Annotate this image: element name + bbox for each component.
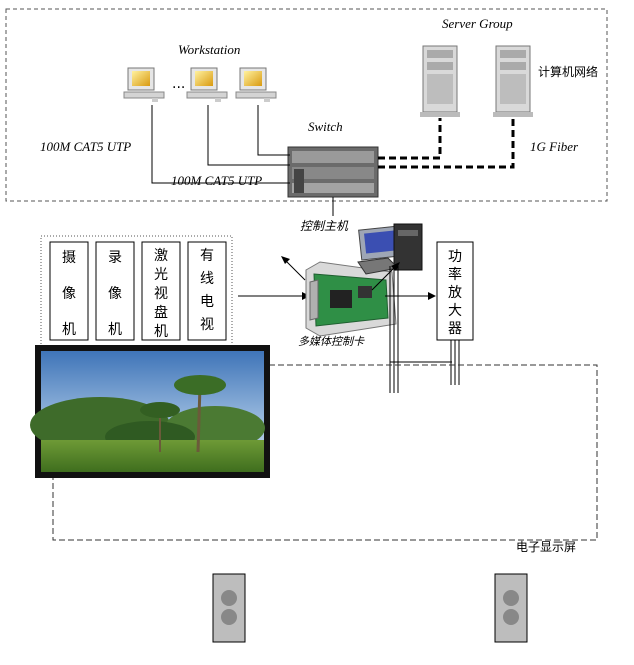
- ellipsis-label: ...: [172, 76, 185, 92]
- card-arrow-up-left: [284, 259, 306, 281]
- device-box-3: [141, 241, 181, 341]
- computer-network-label: 计算机网络: [538, 64, 598, 79]
- amplifier-char-4: 大: [448, 303, 462, 319]
- arrowhead-3: [428, 292, 436, 300]
- speaker-left: [212, 573, 246, 643]
- server-group-label: Server Group: [442, 16, 513, 31]
- amplifier-char-3: 放: [448, 285, 462, 301]
- utp-left-label: 100M CAT5 UTP: [40, 139, 131, 154]
- host-cable-bundle: [389, 266, 452, 393]
- device-label-4-char-4: 视: [200, 317, 214, 333]
- switch-device: [287, 146, 379, 198]
- amplifier-char-5: 器: [448, 321, 462, 337]
- amplifier-char-1: 功: [448, 249, 462, 265]
- workstation-2: [186, 67, 228, 102]
- device-label-4-char-2: 线: [200, 271, 214, 287]
- fiber-label: 1G Fiber: [530, 139, 579, 154]
- workstation-3: [235, 67, 277, 102]
- device-box-4: [187, 241, 227, 341]
- device-label-3-char-1: 激: [154, 247, 168, 264]
- server-1: [420, 45, 460, 117]
- utp-bottom-label: 100M CAT5 UTP: [171, 173, 262, 188]
- control-host-label: 控制主机: [300, 219, 349, 233]
- speaker-right: [494, 573, 528, 643]
- fiber-line-1: [378, 118, 442, 160]
- workstation-label: Workstation: [178, 42, 240, 57]
- display-screen-image: [30, 345, 270, 478]
- fiber-line-2: [378, 118, 515, 169]
- utp-line-3: [257, 105, 290, 156]
- utp-line-2: [207, 105, 290, 166]
- amplifier-label: 功 率 放 大 器: [448, 249, 462, 337]
- arrowhead-2: [281, 256, 290, 264]
- media-card-label: 多媒体控制卡: [298, 335, 365, 348]
- multimedia-card: [305, 261, 397, 337]
- device-label-3-char-2: 光: [154, 267, 168, 283]
- device-label-2-char-1: 录: [108, 250, 122, 266]
- utp-line-1: [151, 105, 290, 184]
- switch-label: Switch: [308, 119, 343, 134]
- device-label-2-char-3: 机: [108, 322, 122, 338]
- device-box-1: [49, 241, 89, 341]
- arrowhead-4: [391, 262, 400, 271]
- display-screen-label: 电子显示屏: [516, 540, 576, 554]
- workstation-1: [123, 67, 165, 102]
- device-label-1-char-2: 像: [62, 286, 76, 302]
- device-label-3-char-5: 机: [154, 324, 168, 340]
- device-label-3-char-3: 视: [154, 286, 168, 302]
- device-label-1-char-3: 机: [62, 322, 76, 338]
- server-2: [493, 45, 533, 117]
- device-box-2: [95, 241, 135, 341]
- computer-network-region: [5, 8, 608, 202]
- device-label-1-char-1: 摄: [62, 250, 76, 266]
- device-label-4-char-1: 有: [200, 248, 214, 264]
- device-label-4-char-3: 电: [200, 294, 214, 310]
- amplifier-char-2: 率: [448, 266, 462, 283]
- device-labels: 摄 像 机 录 像 机 激 光 视 盘 机 有 线 电 视: [62, 247, 214, 340]
- device-group-box: [40, 235, 233, 349]
- amplifier-box: [436, 241, 474, 341]
- device-label-3-char-4: 盘: [154, 304, 168, 321]
- card-to-host-arrow: [371, 265, 397, 291]
- amplifier-cable-bundle: [450, 340, 460, 385]
- device-label-2-char-2: 像: [108, 286, 122, 302]
